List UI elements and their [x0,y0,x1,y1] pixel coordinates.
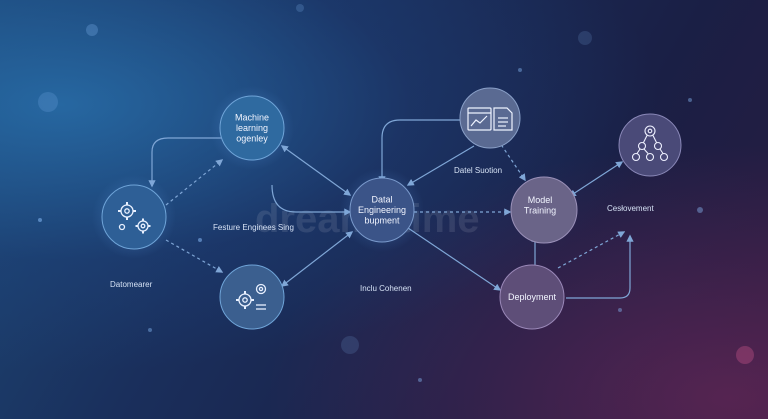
connectors [148,119,634,299]
label-datel-suotion: Datel Suotion [454,166,502,175]
chart-doc-icon [467,107,513,131]
background-particles [38,4,754,382]
gears-doc-icon [236,283,267,310]
node-deployment-label: Deployment [508,292,557,302]
label-feature-engineering: Festure Enginees Sing [213,223,294,232]
node-gears[interactable] [101,184,167,250]
node-deployment[interactable]: Deployment [499,264,565,330]
node-gears-doc[interactable] [219,264,285,330]
label-datomearer: Datomearer [110,280,153,289]
node-chart-doc[interactable] [459,87,521,149]
label-inclu-cohenen: Inclu Cohenen [360,284,412,293]
network-tree-icon [631,125,669,162]
node-network-tree[interactable] [618,113,682,177]
label-ceslovement: Cesłovement [607,204,654,213]
gears-icon [118,202,151,234]
